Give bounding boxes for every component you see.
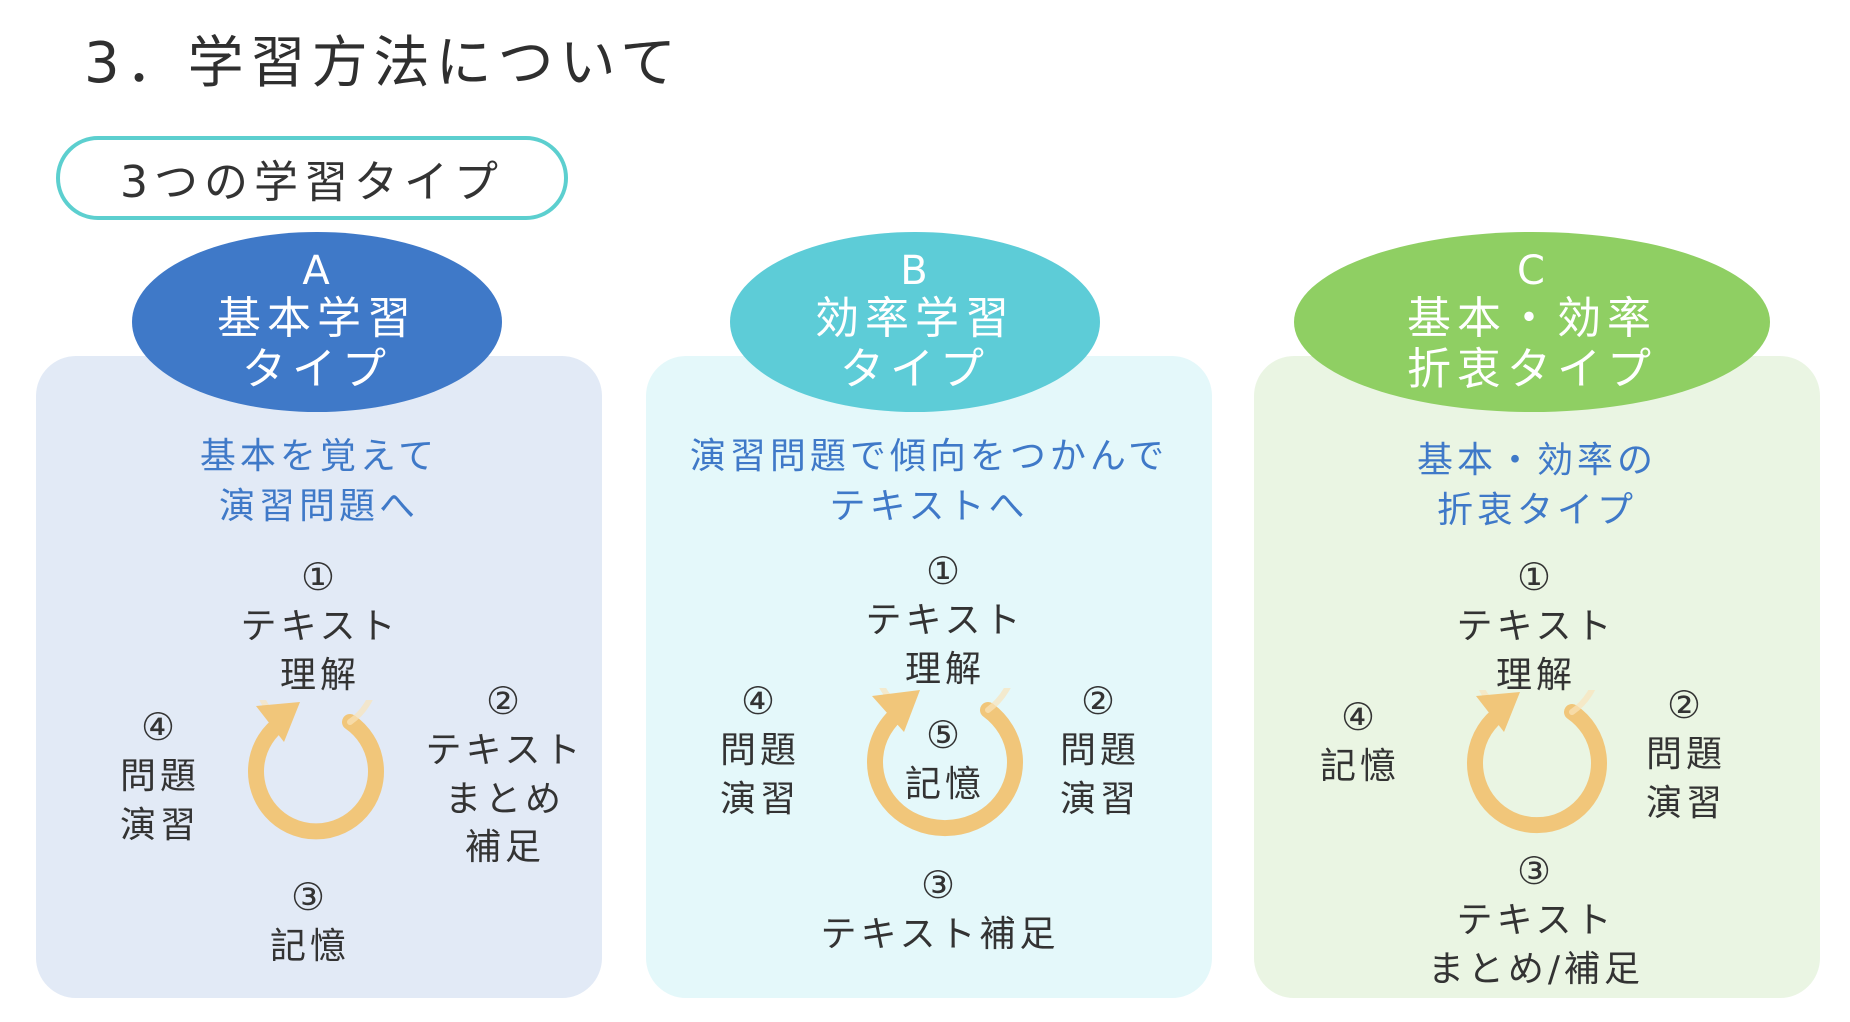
step-label: テキスト補足 xyxy=(820,914,1060,956)
badge-letter: B xyxy=(900,248,930,295)
step-number: ② xyxy=(1666,683,1706,727)
badge-type-a: A 基本学習 タイプ xyxy=(132,232,502,412)
step-a-2: ② テキスト まとめ 補足 xyxy=(410,676,600,873)
step-label: テキスト xyxy=(865,600,1025,642)
step-label: 記憶 xyxy=(1319,746,1400,788)
step-c-2: ② 問題 演習 xyxy=(1626,680,1746,828)
step-label: 問題 xyxy=(719,730,800,772)
badge-letter: A xyxy=(302,248,332,295)
badge-name-line1: 基本学習 xyxy=(217,293,417,345)
page-title: 3．学習方法について xyxy=(84,31,682,96)
step-label: 理解 xyxy=(279,654,360,696)
step-b-3: ③ テキスト補足 xyxy=(800,860,1080,960)
step-label: 問題 xyxy=(1059,730,1140,772)
badge-letter: C xyxy=(1517,248,1547,295)
step-label: テキスト xyxy=(240,606,400,648)
step-number: ③ xyxy=(290,875,330,919)
tagline-line1: 演習問題で傾向をつかんで xyxy=(689,436,1169,477)
tagline-type-a: 基本を覚えて 演習問題へ xyxy=(36,432,602,533)
step-number: ③ xyxy=(920,863,960,907)
step-b-4: ④ 問題 演習 xyxy=(700,676,820,824)
step-number: ④ xyxy=(1340,695,1380,739)
tagline-line1: 基本を覚えて xyxy=(199,436,439,477)
step-c-1: ① テキスト 理解 xyxy=(1446,552,1626,700)
step-label: 演習 xyxy=(719,778,800,820)
tagline-type-b: 演習問題で傾向をつかんで テキストへ xyxy=(646,432,1212,533)
step-b-2: ② 問題 演習 xyxy=(1040,676,1160,824)
step-number: ⑤ xyxy=(925,713,965,757)
step-label: 記憶 xyxy=(904,764,985,806)
step-label: 記憶 xyxy=(269,926,350,968)
step-b-1: ① テキスト 理解 xyxy=(855,546,1035,694)
step-label: 理解 xyxy=(904,648,985,690)
step-number: ① xyxy=(300,555,340,599)
circular-arrow-icon xyxy=(248,700,384,840)
section-subtitle: 3つの学習タイプ xyxy=(56,136,568,220)
panel-type-a xyxy=(36,356,602,998)
step-label: 演習 xyxy=(119,804,200,846)
panel-type-b xyxy=(646,356,1212,998)
badge-type-c: C 基本・効率 折衷タイプ xyxy=(1294,232,1770,412)
step-number: ④ xyxy=(140,705,180,749)
step-number: ③ xyxy=(1516,849,1556,893)
step-c-4: ④ 記憶 xyxy=(1300,692,1420,792)
tagline-line1: 基本・効率の xyxy=(1416,440,1657,481)
badge-name-line2: タイプ xyxy=(840,344,990,395)
step-number: ① xyxy=(925,549,965,593)
step-label: テキスト xyxy=(1456,606,1616,648)
badge-name-line1: 効率学習 xyxy=(815,293,1015,345)
panel-type-c xyxy=(1254,356,1820,998)
step-label: 問題 xyxy=(1645,734,1726,776)
step-label: 補足 xyxy=(464,827,545,869)
badge-name-line2: タイプ xyxy=(242,344,392,395)
tagline-type-c: 基本・効率の 折衷タイプ xyxy=(1254,436,1820,537)
badge-type-b: B 効率学習 タイプ xyxy=(730,232,1100,412)
step-b-5: ⑤ 記憶 xyxy=(895,710,995,810)
step-label: テキスト xyxy=(425,730,585,772)
step-label: テキスト xyxy=(1456,900,1616,942)
tagline-line2: 折衷タイプ xyxy=(1436,490,1637,532)
step-label: 問題 xyxy=(119,756,200,798)
step-label: まとめ xyxy=(444,778,565,820)
circular-arrow-icon xyxy=(1467,690,1607,834)
step-a-3: ③ 記憶 xyxy=(230,872,390,972)
step-c-3: ③ テキスト まとめ/補足 xyxy=(1396,846,1676,994)
step-label: 理解 xyxy=(1495,654,1576,696)
step-a-1: ① テキスト 理解 xyxy=(230,552,410,700)
step-label: 演習 xyxy=(1059,778,1140,820)
tagline-line2: 演習問題へ xyxy=(218,486,419,528)
step-number: ④ xyxy=(740,679,780,723)
step-number: ① xyxy=(1516,555,1556,599)
step-label: まとめ/補足 xyxy=(1427,948,1645,990)
step-label: 演習 xyxy=(1645,782,1726,824)
step-number: ② xyxy=(485,679,525,723)
step-a-4: ④ 問題 演習 xyxy=(100,702,220,850)
badge-name-line1: 基本・効率 xyxy=(1407,293,1657,345)
badge-name-line2: 折衷タイプ xyxy=(1407,344,1657,395)
circular-arrow-icon xyxy=(867,688,1023,837)
step-number: ② xyxy=(1080,679,1120,723)
tagline-line2: テキストへ xyxy=(829,486,1029,528)
